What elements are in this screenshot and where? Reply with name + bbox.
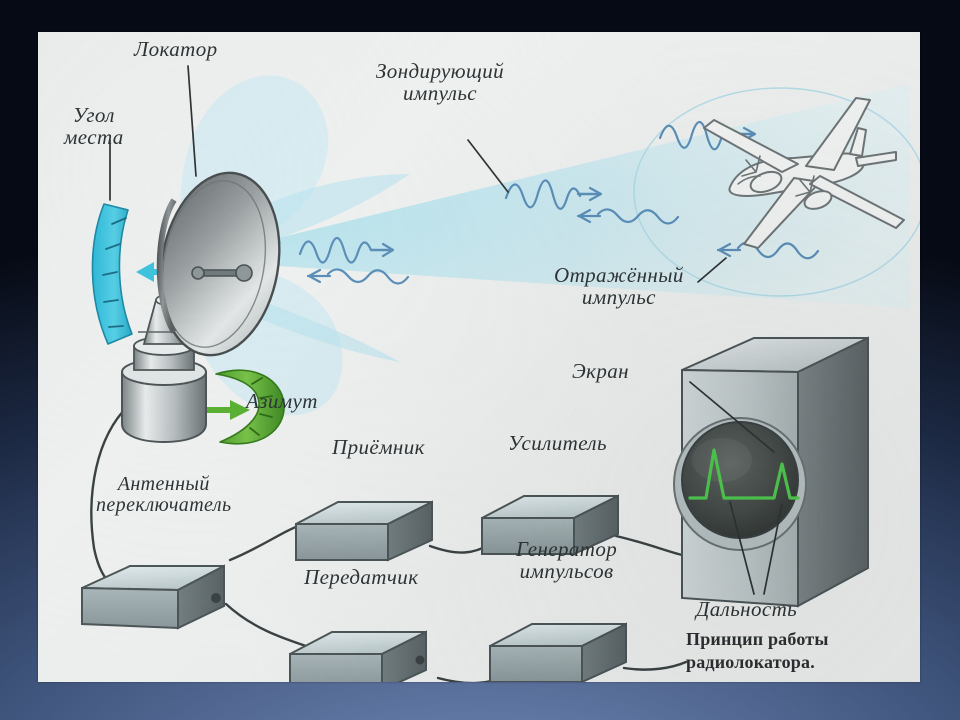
cable-generator-to-crt: [622, 660, 688, 671]
transmitter-box: [289, 630, 427, 682]
elevation-scale-arc: [91, 203, 133, 345]
label-reflected-pulse: Отражённый импульс: [554, 263, 684, 310]
label-locator: Локатор: [134, 37, 218, 61]
cable-switch-to-transmitter: [224, 602, 308, 648]
azimuth-scale-arc: [215, 369, 285, 445]
crt-display-cabinet: [673, 336, 869, 608]
antenna-switch-box: [81, 564, 225, 630]
leader-range-2: [763, 503, 783, 595]
label-range: Дальность: [696, 597, 798, 621]
crt-green-trace: [688, 448, 800, 500]
cable-amplifier-to-crt: [614, 534, 688, 558]
elevation-ticks: [102, 217, 127, 328]
radar-principle-illustration: Локатор Угол места Зондирующий импульс О…: [38, 32, 920, 682]
outgoing-wave-1: [298, 236, 395, 264]
dish-feed-horn: [191, 264, 253, 282]
pulse-generator-box: [489, 622, 627, 682]
label-transmitter: Передатчик: [304, 565, 419, 589]
leader-probing-pulse: [467, 139, 509, 193]
label-amplifier: Усилитель: [508, 431, 607, 455]
label-screen: Экран: [572, 359, 629, 383]
illustration-artwork: [81, 65, 920, 682]
leader-reflected-pulse: [697, 257, 727, 283]
beam-far-outline: [633, 87, 920, 297]
wave-arrows-group: [298, 120, 820, 285]
parabolic-dish-antenna: [156, 171, 281, 357]
aircraft-icon: [703, 97, 905, 249]
leader-range-1: [729, 501, 755, 595]
label-antenna-switch: Антенный переключатель: [96, 473, 232, 517]
label-azimuth: Азимут: [246, 389, 318, 413]
label-receiver: Приёмник: [332, 435, 425, 459]
label-elevation-angle: Угол места: [64, 103, 124, 150]
leader-screen: [689, 381, 775, 453]
leader-locator: [187, 65, 197, 177]
outgoing-wave-2: [504, 179, 603, 210]
receiver-box: [295, 500, 433, 562]
leader-lines: [109, 65, 783, 595]
figure-caption: Принцип работы радиолокатора.: [686, 629, 829, 672]
label-probing-pulse: Зондирующий импульс: [376, 59, 505, 106]
cable-switch-to-receiver: [228, 522, 306, 562]
azimuth-ticks: [249, 377, 273, 436]
amplifier-box: [481, 494, 619, 556]
reflected-wave-1: [576, 208, 680, 225]
reflected-wave-2: [306, 268, 410, 285]
label-pulse-generator: Генератор импульсов: [516, 537, 618, 584]
